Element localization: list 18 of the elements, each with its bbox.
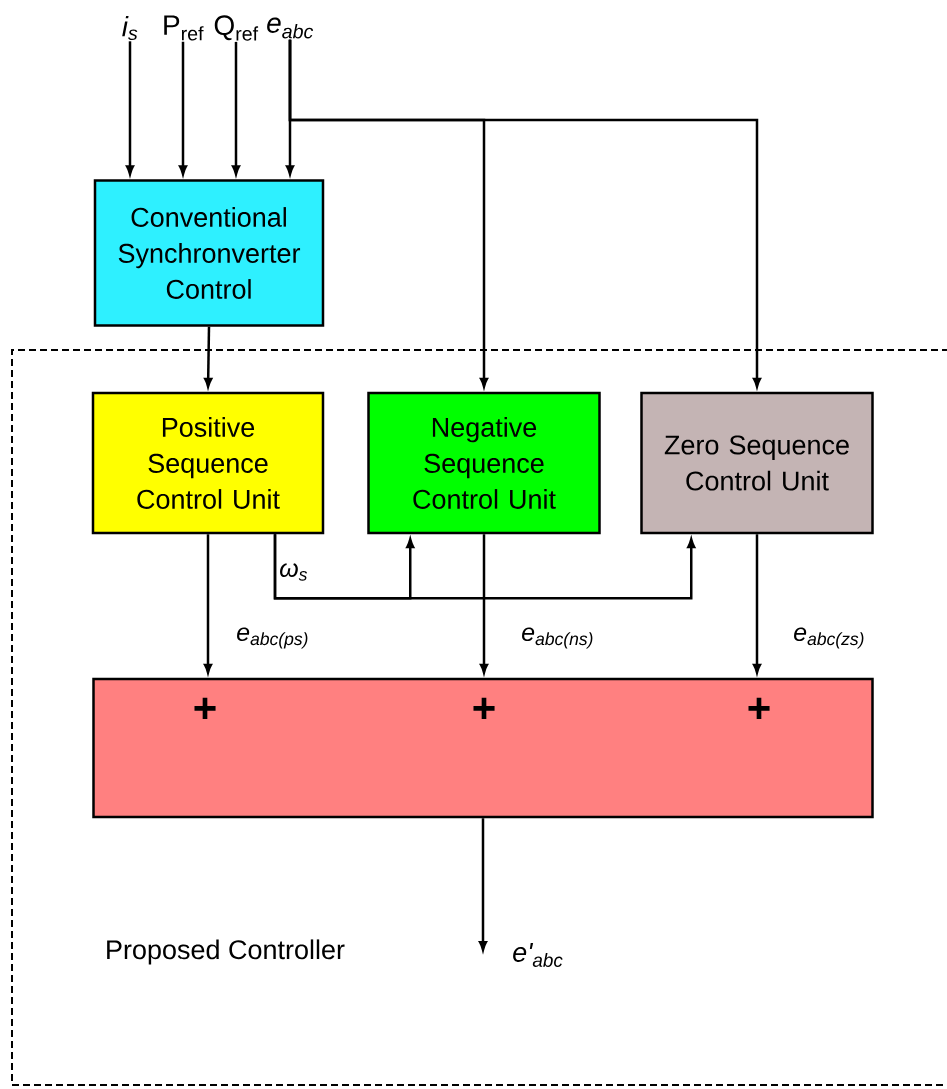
edge-label: e$_{abc(zs)}$ xyxy=(794,627,864,649)
input-label: Q$_{ref}$ xyxy=(214,15,259,41)
arrow xyxy=(125,41,135,176)
edge-label: e$_{abc(ps)}$ xyxy=(237,627,308,649)
input-label: e$_{abc}$ xyxy=(267,17,314,39)
edge-label: e$_{abc(ns)}$ xyxy=(522,627,593,649)
arrow xyxy=(231,41,241,176)
control-box: Conventional Synchronverter Control xyxy=(93,179,325,327)
input-label: P$_{ref}$ xyxy=(164,15,204,41)
output-label: e'$_{abc}$ xyxy=(513,943,563,967)
control-unit-box: Negative Sequence Control Unit xyxy=(367,391,601,535)
arrow xyxy=(178,41,188,176)
summing-block: + + + xyxy=(92,677,874,819)
control-unit-box: Zero Sequence Control Unit xyxy=(640,391,874,535)
arrow xyxy=(273,534,696,600)
input-label: i$_{s}$ xyxy=(122,15,138,41)
edge-label: ω$_{s}$ xyxy=(280,563,308,581)
control-unit-box: Positive Sequence Control Unit xyxy=(91,391,325,535)
